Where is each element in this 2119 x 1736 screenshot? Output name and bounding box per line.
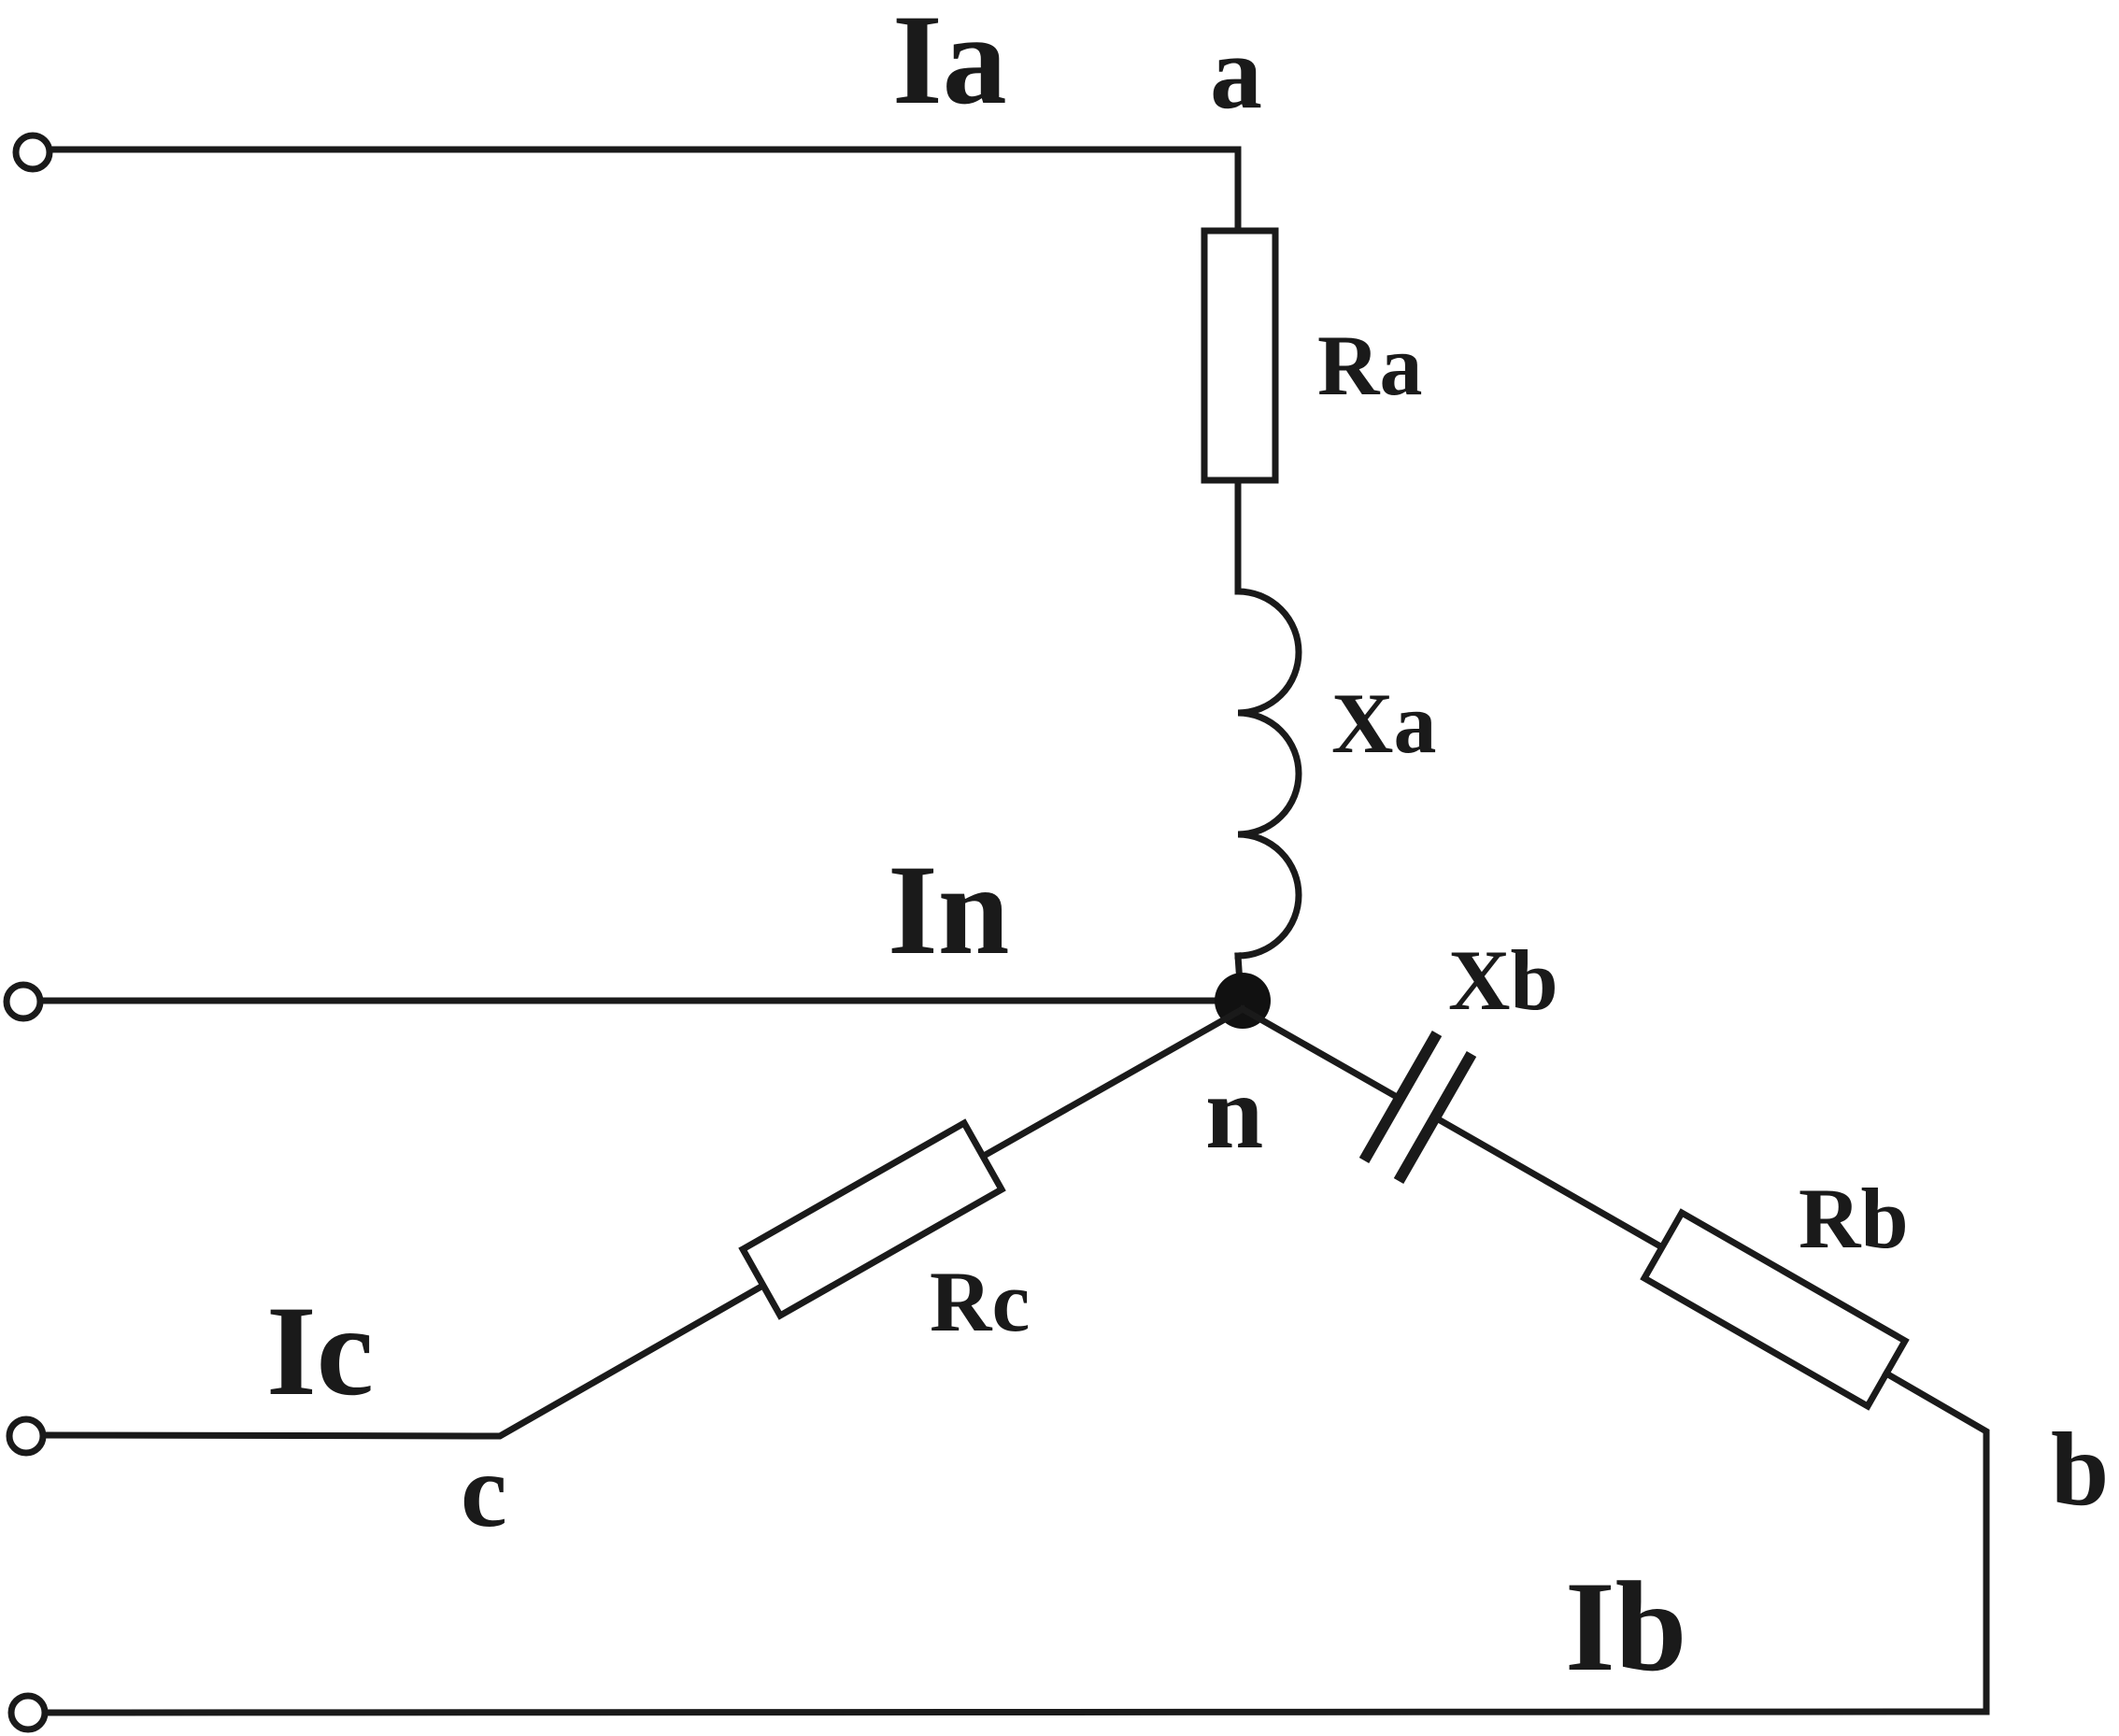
wire-node-n-xb bbox=[1238, 1004, 1401, 1102]
terminal-c bbox=[6, 1416, 47, 1457]
label-node-a: a bbox=[1210, 15, 1262, 131]
wire-phase-b bbox=[41, 1369, 1990, 1716]
label-current-in: In bbox=[888, 838, 1009, 981]
wire-xb-rb bbox=[1430, 1113, 1667, 1252]
label-current-ib: Ib bbox=[1565, 1555, 1686, 1698]
label-rb: Rb bbox=[1799, 1171, 1909, 1266]
label-xb: Xb bbox=[1448, 932, 1558, 1028]
label-node-c: c bbox=[461, 1433, 507, 1549]
label-current-ia: Ia bbox=[892, 0, 1007, 131]
label-rc: Rc bbox=[930, 1254, 1030, 1349]
resistor-rc bbox=[738, 1118, 1006, 1320]
terminal-b bbox=[7, 1692, 49, 1733]
resistor-ra bbox=[1201, 227, 1279, 484]
resistor-rb bbox=[1640, 1208, 1910, 1411]
label-node-b: b bbox=[2051, 1412, 2109, 1528]
capacitor-xb-plate-1 bbox=[1358, 1031, 1443, 1163]
wire-phase-a bbox=[46, 146, 1242, 235]
label-ra: Ra bbox=[1317, 318, 1422, 413]
label-xa: Xa bbox=[1331, 676, 1436, 771]
inductor-xa bbox=[1234, 588, 1302, 960]
wire-rc-node-n bbox=[979, 1004, 1247, 1160]
label-node-n: n bbox=[1205, 1055, 1263, 1171]
terminal-a bbox=[12, 132, 53, 173]
terminal-n bbox=[3, 981, 44, 1022]
wire-phase-c bbox=[39, 1283, 764, 1440]
label-current-ic: Ic bbox=[266, 1279, 374, 1422]
